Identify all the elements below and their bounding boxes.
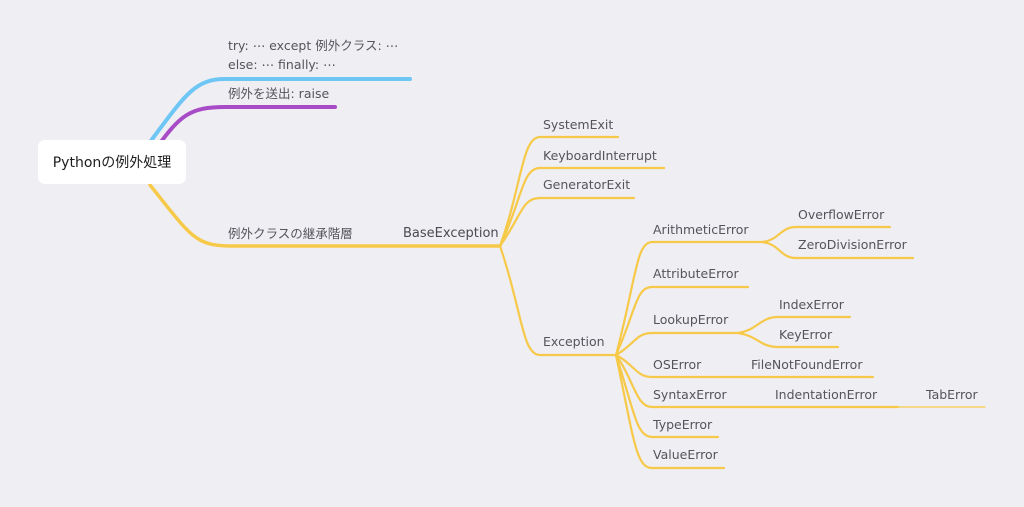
connector-system-exit (498, 135, 620, 248)
node-index-error: IndexError (779, 297, 844, 312)
node-base-exception: BaseException (403, 226, 499, 241)
connector-exception (498, 244, 618, 357)
connector-attribute (614, 285, 750, 357)
connector-syntax (614, 353, 770, 409)
node-zero-division-error: ZeroDivisionError (798, 237, 907, 252)
connector-keyboard-interrupt (498, 166, 666, 248)
node-file-not-found-error: FileNotFoundError (751, 357, 863, 372)
node-syntax-error: SyntaxError (653, 387, 727, 402)
node-arithmetic-error: ArithmeticError (653, 222, 749, 237)
connector-raise (153, 105, 337, 152)
connector-hierarchy (148, 183, 502, 248)
hierarchy-label: 例外クラスの継承階層 (228, 226, 353, 241)
node-indentation-error: IndentationError (775, 387, 878, 402)
root-label: Pythonの例外処理 (52, 155, 172, 171)
connector-overflow (760, 225, 892, 244)
connector-arithmetic (614, 240, 764, 357)
node-exception: Exception (543, 334, 605, 349)
node-generator-exit: GeneratorExit (543, 177, 631, 192)
node-attribute-error: AttributeError (653, 266, 739, 281)
connector-index (736, 315, 852, 335)
node-overflow-error: OverflowError (798, 207, 885, 222)
connector-lookup (614, 331, 740, 357)
node-value-error: ValueError (653, 447, 718, 462)
connector-value (614, 353, 726, 470)
raise-label: 例外を送出: raise (228, 86, 330, 101)
node-os-error: OSError (653, 357, 702, 372)
connector-generator-exit (498, 196, 636, 248)
node-key-error: KeyError (779, 327, 833, 342)
connector-type (614, 353, 720, 439)
node-keyboard-interrupt: KeyboardInterrupt (543, 148, 657, 163)
node-lookup-error: LookupError (653, 312, 729, 327)
try-except-label-line2: else: ⋯ finally: ⋯ (228, 57, 336, 72)
connector-os (614, 353, 747, 379)
node-tab-error: TabError (926, 387, 978, 402)
root-node[interactable]: Pythonの例外処理 (38, 140, 186, 184)
node-type-error: TypeError (653, 417, 713, 432)
connector-zerodivision (760, 240, 915, 260)
connector-try-except (148, 77, 412, 144)
connector-key (736, 331, 840, 349)
node-system-exit: SystemExit (543, 117, 614, 132)
try-except-label-line1: try: ⋯ except 例外クラス: ⋯ (228, 38, 399, 53)
